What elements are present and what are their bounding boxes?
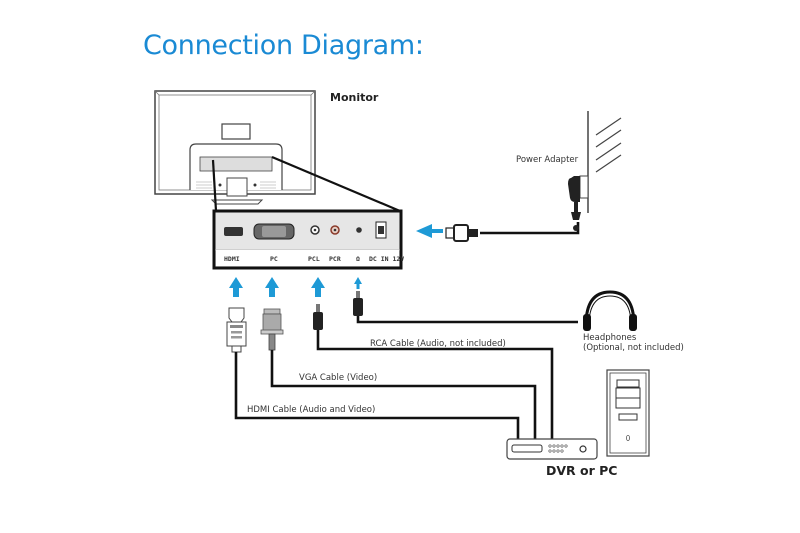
headphone-cable xyxy=(356,316,578,324)
power-cable xyxy=(480,222,580,235)
headphones-note: (Optional, not included) xyxy=(583,343,684,353)
arrow-left-icon xyxy=(416,224,443,238)
monitor-illustration xyxy=(154,90,316,205)
port-label-pcl: PCL xyxy=(308,255,320,263)
diagram-title: Connection Diagram: xyxy=(143,30,424,61)
rca-connector xyxy=(313,304,323,330)
headphones-title: Headphones xyxy=(583,333,637,343)
headphone-port xyxy=(356,227,362,233)
pc-tower-icon xyxy=(606,369,650,457)
rca-cable xyxy=(316,330,554,440)
port-label-pc: PC xyxy=(270,255,278,263)
vga-cable xyxy=(270,350,537,440)
callout-line xyxy=(271,155,401,213)
dvr-icon xyxy=(506,438,598,460)
dc-plug xyxy=(445,224,478,242)
port-panel: HDMI PC PCL PCR Ω DC IN 12V xyxy=(212,209,404,270)
hdmi-cable xyxy=(234,352,520,440)
power-adapter-icon xyxy=(568,175,589,231)
arrow-up-icon xyxy=(311,277,325,297)
port-label-pcr: PCR xyxy=(329,255,341,263)
source-device-label: DVR or PC xyxy=(546,463,618,478)
hdmi-port xyxy=(224,227,243,236)
vga-cable-label: VGA Cable (Video) xyxy=(299,373,378,383)
connection-arrows xyxy=(229,224,443,297)
arrow-up-icon xyxy=(354,277,362,289)
power-adapter-label: Power Adapter xyxy=(516,155,579,165)
hdmi-connector xyxy=(226,307,247,353)
hdmi-cable-label: HDMI Cable (Audio and Video) xyxy=(247,405,376,415)
headphones-icon xyxy=(583,290,637,331)
cables xyxy=(234,222,580,440)
headphones-label: Headphones (Optional, not included) xyxy=(583,333,684,353)
callout-line xyxy=(211,159,218,212)
arrow-up-icon xyxy=(265,277,279,297)
port-label-hdmi: HDMI xyxy=(224,255,240,263)
headphone-jack-connector xyxy=(353,291,363,316)
headphone-icon: Ω xyxy=(356,255,360,263)
wall xyxy=(587,111,622,213)
port-label-dc: DC IN 12V xyxy=(369,255,404,263)
arrow-up-icon xyxy=(229,277,243,297)
monitor-label: Monitor xyxy=(330,91,379,104)
vga-connector xyxy=(260,308,284,351)
rca-cable-label: RCA Cable (Audio, not included) xyxy=(370,339,506,349)
